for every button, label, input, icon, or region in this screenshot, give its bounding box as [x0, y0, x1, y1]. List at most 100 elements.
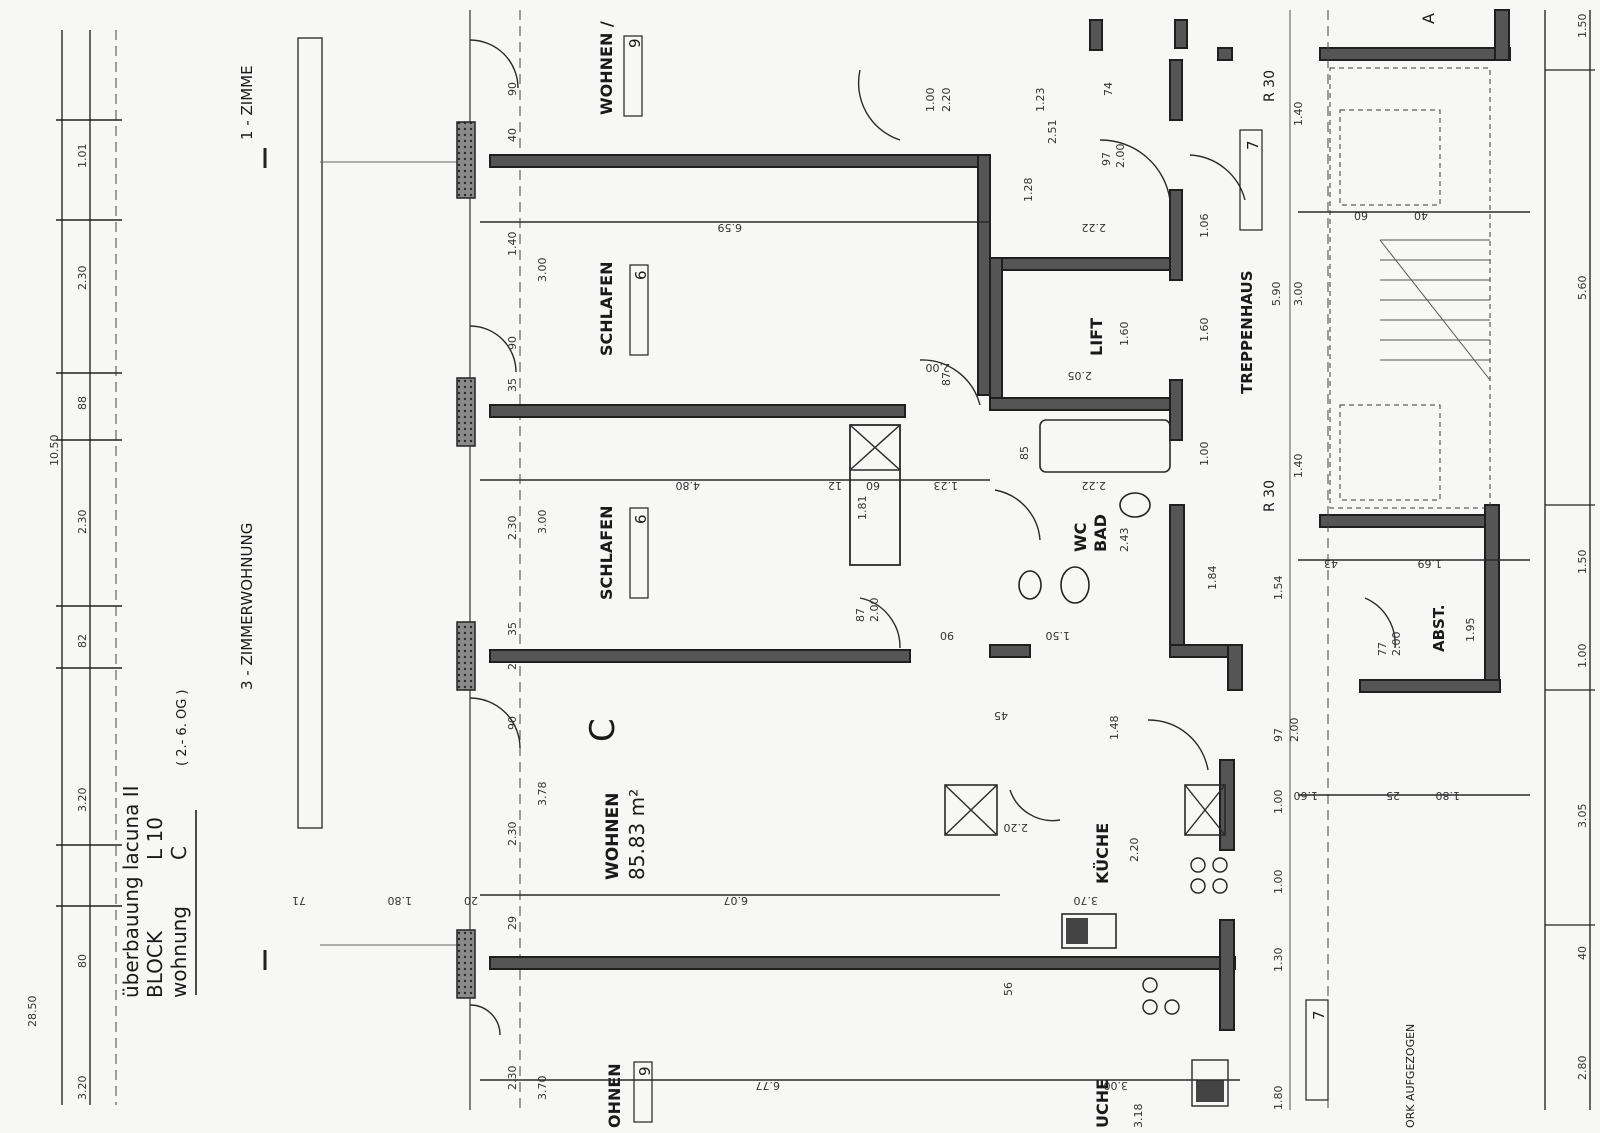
- room-depth-1: 3.00: [536, 258, 549, 283]
- rdim-130: 1.30: [1272, 948, 1285, 973]
- win-dim-7: 35: [506, 622, 519, 636]
- rdim-106: 1.06: [1198, 214, 1211, 239]
- dim-200a: 2.00: [926, 361, 951, 374]
- facade: [456, 10, 521, 1110]
- dim-251: 2.51: [1046, 120, 1059, 145]
- room-label-bad: BAD: [1091, 514, 1110, 552]
- apartment-value: C: [167, 846, 191, 860]
- room-depth-2: 3.00: [536, 510, 549, 535]
- dim-220b: 2.20: [1128, 838, 1141, 863]
- apartment-type-top: 1 - ZIMME: [238, 65, 256, 140]
- dim-20: 20: [464, 894, 478, 907]
- dim-left-4: 2.30: [76, 510, 89, 535]
- room-label-schlafen-1: SCHLAFEN: [597, 262, 616, 356]
- dim-87b: 87: [854, 608, 867, 622]
- dim-90: 90: [940, 629, 954, 642]
- room-num-schlafen-2: 6: [632, 514, 650, 524]
- win-dim-4: 90: [506, 336, 519, 350]
- dim-left-3: 88: [76, 396, 89, 410]
- dim-left-5: 82: [76, 634, 89, 648]
- win-dim-12: 2.30: [506, 1066, 519, 1091]
- rdim-300: 3.00: [1292, 282, 1305, 307]
- right-dimension-strings: [1544, 10, 1595, 1110]
- rdim-150a: 1.50: [1576, 550, 1589, 575]
- right-dimensions: 5.60 1.50 1.00 3.05 40 2.80 1.50 5.90 3.…: [1198, 14, 1589, 1111]
- win-dim-9: 90: [506, 716, 519, 730]
- dim-128: 1.28: [1022, 178, 1035, 203]
- dim-222b: 2.22: [1082, 221, 1107, 234]
- win-dim-2: 40: [506, 128, 519, 142]
- dim-74: 74: [1102, 82, 1115, 96]
- dim-677: 6.77: [756, 1079, 781, 1092]
- room-label-lift: LIFT: [1087, 318, 1106, 356]
- kitchen-fixtures: [944, 784, 1229, 1107]
- dim-370: 3.70: [1074, 894, 1099, 907]
- win-dim-11: 29: [506, 916, 519, 930]
- dim-left-6: 3.20: [76, 788, 89, 813]
- apartment-type-label: 3 - ZIMMERWOHNUNG: [238, 523, 256, 690]
- dim-300: 3.00: [1104, 1079, 1129, 1092]
- win-dim-1: 90: [506, 82, 519, 96]
- rdim-200: 2.00: [1288, 718, 1301, 743]
- rdim-590: 5.90: [1270, 282, 1283, 307]
- dim-243: 2.43: [1118, 528, 1131, 553]
- dim-659: 6.59: [718, 221, 743, 234]
- dim-left-2: 2.30: [76, 266, 89, 291]
- dim-12: 12: [828, 479, 842, 492]
- label-top-right: A: [1419, 13, 1438, 24]
- room-num-treppenhaus-bottom: 7: [1310, 1010, 1328, 1020]
- rdim-77: 77: [1376, 642, 1389, 656]
- rdim-280: 2.80: [1576, 1056, 1589, 1081]
- rdim-97: 97: [1272, 728, 1285, 742]
- fire-rating-top: R 30: [1262, 70, 1278, 102]
- win-dim-5: 35: [506, 378, 519, 392]
- inner-dimensions: 6.59 4.80 6.07 6.77 1.80 71 20 2.00 87 2…: [292, 82, 1240, 1128]
- rdim-560: 5.60: [1576, 276, 1589, 301]
- rdim-43: 43: [1324, 557, 1338, 570]
- rdim-195: 1.95: [1464, 618, 1477, 643]
- bathroom-fixtures: [1018, 419, 1171, 604]
- dim-total-inner: 10.50: [48, 435, 61, 467]
- rdim-169: 1.69: [1418, 557, 1443, 570]
- dim-607: 6.07: [724, 894, 749, 907]
- dim-56: 56: [1002, 982, 1015, 996]
- rdim-305: 3.05: [1576, 804, 1589, 829]
- rdim-100b: 1.00: [1198, 442, 1211, 467]
- room-label-wohnen-bottom: OHNEN: [605, 1063, 624, 1128]
- dim-150: 1.50: [1046, 629, 1071, 642]
- apartment-key: wohnung: [167, 906, 191, 998]
- dim-123b: 1.23: [1034, 88, 1047, 113]
- rdim-184: 1.84: [1206, 566, 1219, 591]
- rdim-40b: 40: [1414, 209, 1428, 222]
- dim-200b: 2.00: [868, 598, 881, 623]
- wardrobe: [849, 424, 901, 566]
- room-label-treppenhaus: TREPPENHAUS: [1238, 270, 1256, 394]
- room-label-kueche: KÜCHE: [1093, 823, 1112, 884]
- win-dim-3: 1.40: [506, 232, 519, 257]
- room-label-abst: ABST.: [1430, 605, 1448, 653]
- dim-318: 3.18: [1132, 1104, 1145, 1129]
- dim-97a: 97: [1100, 152, 1113, 166]
- title-block: überbauung lacuna II BLOCK L 10 wohnung …: [119, 690, 197, 998]
- room-label-schlafen-2: SCHLAFEN: [597, 506, 616, 600]
- rdim-60: 60: [1354, 209, 1368, 222]
- door-swings: [857, 69, 1396, 822]
- dim-71: 71: [292, 894, 306, 907]
- room-num-wohnen-bottom: 9: [636, 1066, 654, 1076]
- dim-left-7: 80: [76, 954, 89, 968]
- room-labels: WOHNEN / 9 SCHLAFEN 6 SCHLAFEN 6 C WOHNE…: [583, 13, 1448, 1128]
- rdim-180: 1.80: [1272, 1086, 1285, 1111]
- dim-total-outer: 28.50: [26, 996, 39, 1028]
- room-num-wohnen-top: 9: [626, 38, 644, 48]
- block-key: BLOCK: [143, 930, 167, 998]
- dim-220a: 2.20: [1004, 821, 1029, 834]
- win-dim-10: 2.30: [506, 822, 519, 847]
- rdim-100d: 1.00: [1272, 870, 1285, 895]
- dim-87: 87: [940, 372, 953, 386]
- dim-60: 60: [866, 479, 880, 492]
- window-dimensions: 90 40 1.40 90 35 2.30 35 29 90 2.30 29 2…: [506, 82, 549, 1100]
- room-num-treppenhaus: 7: [1244, 140, 1262, 150]
- stair-flights: [1289, 10, 1491, 1110]
- rdim-150b: 1.50: [1576, 14, 1589, 39]
- rdim-100c: 1.00: [1272, 790, 1285, 815]
